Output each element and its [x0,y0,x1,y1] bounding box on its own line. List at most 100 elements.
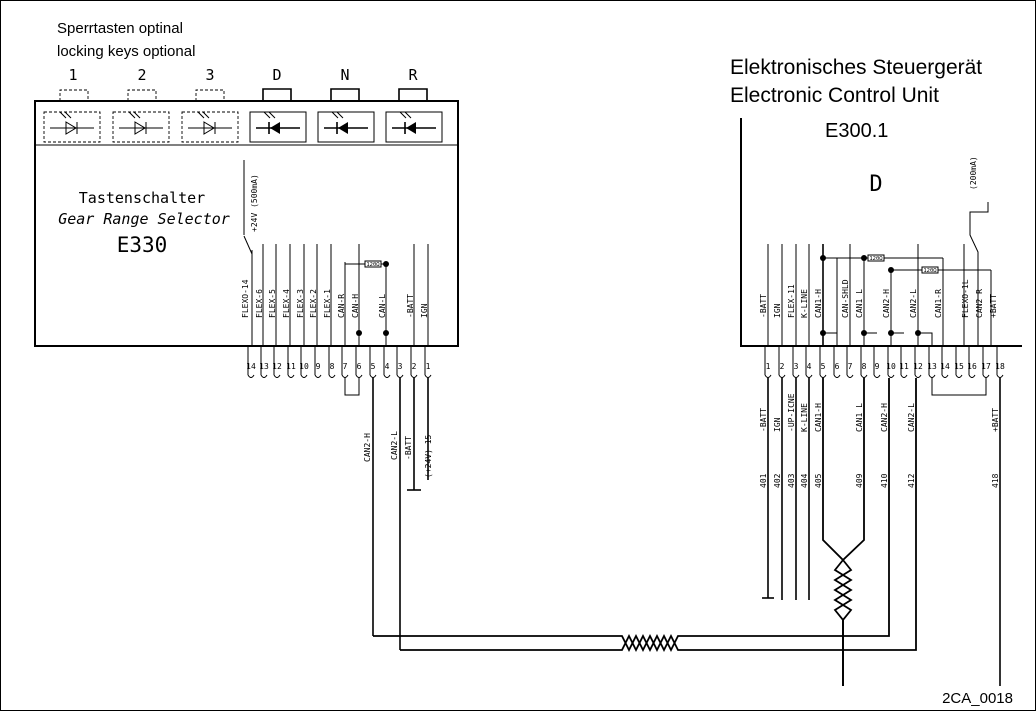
led-1-icon [43,111,101,143]
ecu-signal-plus-batt: +BATT [989,294,998,318]
ecu-signal-flex-11: FLEX-11 [787,284,796,318]
key-caps [59,88,428,101]
ecu-signal-can1-h: CAN1-H [814,289,823,318]
wire-number-403: 403 [787,473,796,488]
selector-pin-6: 6 [357,362,362,371]
ecu-name-en: Electronic Control Unit [730,84,939,107]
ecu-wires [762,378,1001,686]
wire-number-401: 401 [759,473,768,488]
selector-pin-numbers: 14 13 12 11 10 9 8 7 6 5 4 3 2 1 [246,362,430,371]
selector-name-de: Tastenschalter [79,189,205,207]
ecu-pin-8: 8 [862,362,867,371]
selector-signal-flex-6: FLEX-6 [255,289,264,318]
selector-pin-10: 10 [299,362,309,371]
ecu-wire-label-ign: IGN [773,417,782,432]
wire-number-409: 409 [855,473,864,488]
selector-signal-flex-4: FLEX-4 [282,289,291,318]
ecu-wire-label-can2-l: CAN2-L [907,403,916,432]
ecu-pin-14: 14 [940,362,950,371]
led-n-icon [317,111,375,143]
selector-switch-label: +24V (500mA) [250,174,259,232]
ecu-pin-5: 5 [821,362,826,371]
ecu-signal-can2-l: CAN2-L [909,289,918,318]
ecu-pin-6: 6 [835,362,840,371]
ecu-signal-ign: IGN [773,303,782,318]
led-d-icon [249,111,307,143]
selector-pin-9: 9 [316,362,321,371]
ecu-signal-can2-h: CAN2-H [882,289,891,318]
ecu-name-de: Elektronisches Steuergerät [730,56,982,79]
wire-number-410: 410 [880,473,889,488]
selector-pin-4: 4 [385,362,390,371]
ecu-pin-11: 11 [899,362,909,371]
ecu-wire-labels: -BATT IGN -UP-ICNE K-LINE CAN1-H CAN1 L … [759,393,1000,432]
ecu-pin-lines: 120Ω 120Ω [767,244,992,346]
locking-keys-label-en: locking keys optional [57,43,195,60]
ecu-signal-can-shld: CAN-SHLD [841,279,850,318]
selector-pin-14: 14 [246,362,256,371]
ecu-pin-7: 7 [848,362,853,371]
selector-signal-can-l: CAN-L [378,294,387,318]
ecu-signal-can1-r: CAN1-R [934,289,943,318]
wire-number-405: 405 [814,473,823,488]
selector-name-en: Gear Range Selector [58,210,230,228]
selector-pin-7: 7 [343,362,348,371]
selector-signal-flex-5: FLEX-5 [268,289,277,318]
selector-pin-1: 1 [426,362,431,371]
selector-housing [34,100,459,347]
wire-number-402: 402 [773,473,782,488]
selector-pin-8: 8 [330,362,335,371]
ecu-signal-minus-batt: -BATT [759,294,768,318]
wire-number-418: 418 [991,473,1000,488]
ecu-pin-13: 13 [927,362,937,371]
ecu-signal-flexo-1l: FLEXO-1L [961,279,970,318]
selector-signal-ign: IGN [420,303,429,318]
led-r-icon [385,111,443,143]
ecu-resistor-can1-label: 120Ω [869,256,883,262]
ecu-pin-9: 9 [875,362,880,371]
selector-signal-labels: FLEXO-14 FLEX-6 FLEX-5 FLEX-4 FLEX-3 FLE… [241,279,429,318]
ecu-terminals [764,346,1004,396]
ecu-wire-label-minus-batt: -BATT [759,408,768,432]
ecu-wire-label-can1-h: CAN1-H [814,403,823,432]
wire-label-can2-h-left: CAN2-H [363,433,372,462]
led-3-icon [181,111,239,143]
ecu-resistor-can2-label: 120Ω [923,268,937,274]
ecu-signal-k-line: K-LINE [800,289,809,318]
ecu-pin-15: 15 [954,362,964,371]
selector-terminals [247,346,432,396]
locking-keys-label-de: Sperrtasten optinal [57,20,183,37]
selector-pin-12: 12 [272,362,282,371]
selector-signal-flex-3: FLEX-3 [296,289,305,318]
drawing-id: 2CA_0018 [942,690,1013,707]
ecu-signal-can2-r: CAN2 R [975,289,984,318]
selector-resistor-label: 120Ω [366,262,380,268]
selector-signal-can-r: CAN-R [337,294,346,318]
wire-label-can2-l-left: CAN2-L [390,431,399,460]
ecu-wire-label-plus-batt: +BATT [991,408,1000,432]
led-2-icon [112,111,170,143]
key-n-label: N [340,66,349,84]
ecu-pin-10: 10 [886,362,896,371]
ecu-wire-numbers: 401 402 403 404 405 409 410 412 418 [759,473,1000,488]
selector-code: E330 [117,233,168,257]
ecu-housing [740,118,1022,347]
wire-label-ign-left: (+24V) 15 [424,434,433,478]
ecu-signal-can1-l: CAN1 L [855,289,864,318]
selector-pin-3: 3 [398,362,403,371]
selector-pin-2: 2 [412,362,417,371]
ecu-pin-1: 1 [766,362,771,371]
key-d-label: D [272,66,281,84]
selector-pin-5: 5 [371,362,376,371]
wire-number-412: 412 [907,473,916,488]
key-r-label: R [408,66,418,84]
ecu-pin-4: 4 [807,362,812,371]
selector-pin-11: 11 [286,362,296,371]
wire-label-minus-batt-left: -BATT [404,436,413,460]
ecu-code: E300.1 [825,120,888,142]
selector-signal-flex-1: FLEX-1 [323,289,332,318]
key-1-label: 1 [68,66,77,84]
selector-pin-13: 13 [259,362,269,371]
led-icons [43,111,443,143]
